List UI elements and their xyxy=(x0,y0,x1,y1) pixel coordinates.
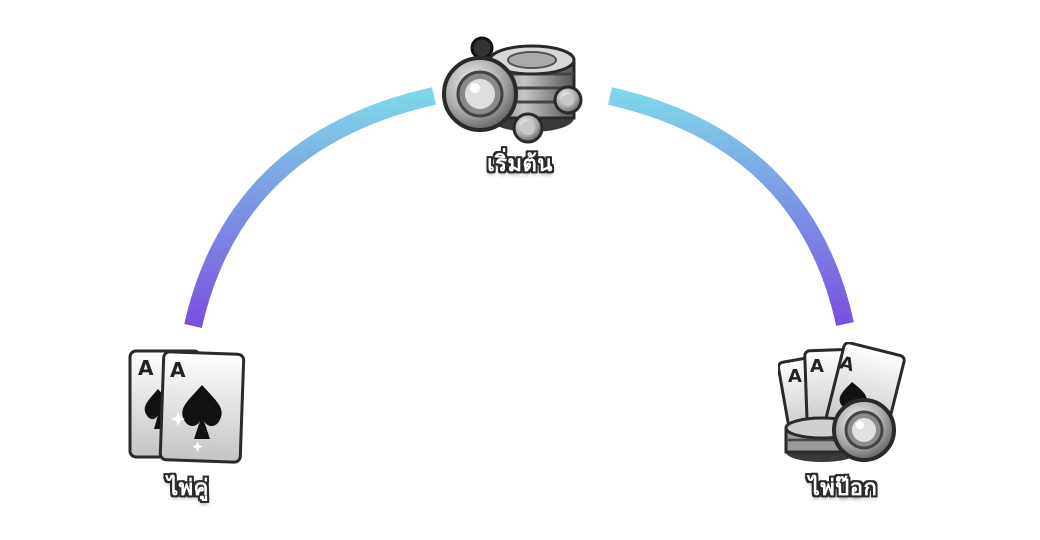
node-chips[interactable] xyxy=(440,34,590,149)
arc-right xyxy=(608,87,854,326)
node-cards-chips-label: ไพ่ป๊อก xyxy=(808,476,878,501)
svg-text:A: A xyxy=(810,356,824,377)
node-cards[interactable]: A A xyxy=(126,345,250,467)
arc-left xyxy=(184,87,436,328)
cards-and-chips-icon: A A A xyxy=(778,342,906,462)
node-cards-label: ไพ่คู่ xyxy=(167,476,209,501)
node-chips-label: เริ่มต้น xyxy=(487,152,553,177)
svg-text:A: A xyxy=(788,366,802,387)
svg-text:A: A xyxy=(138,356,154,380)
svg-text:A: A xyxy=(838,352,857,376)
node-cards-chips[interactable]: A A A xyxy=(778,342,910,468)
poker-chips-stack-icon xyxy=(442,36,583,144)
svg-text:A: A xyxy=(170,358,186,382)
playing-cards-aces-icon: A A xyxy=(128,349,246,464)
